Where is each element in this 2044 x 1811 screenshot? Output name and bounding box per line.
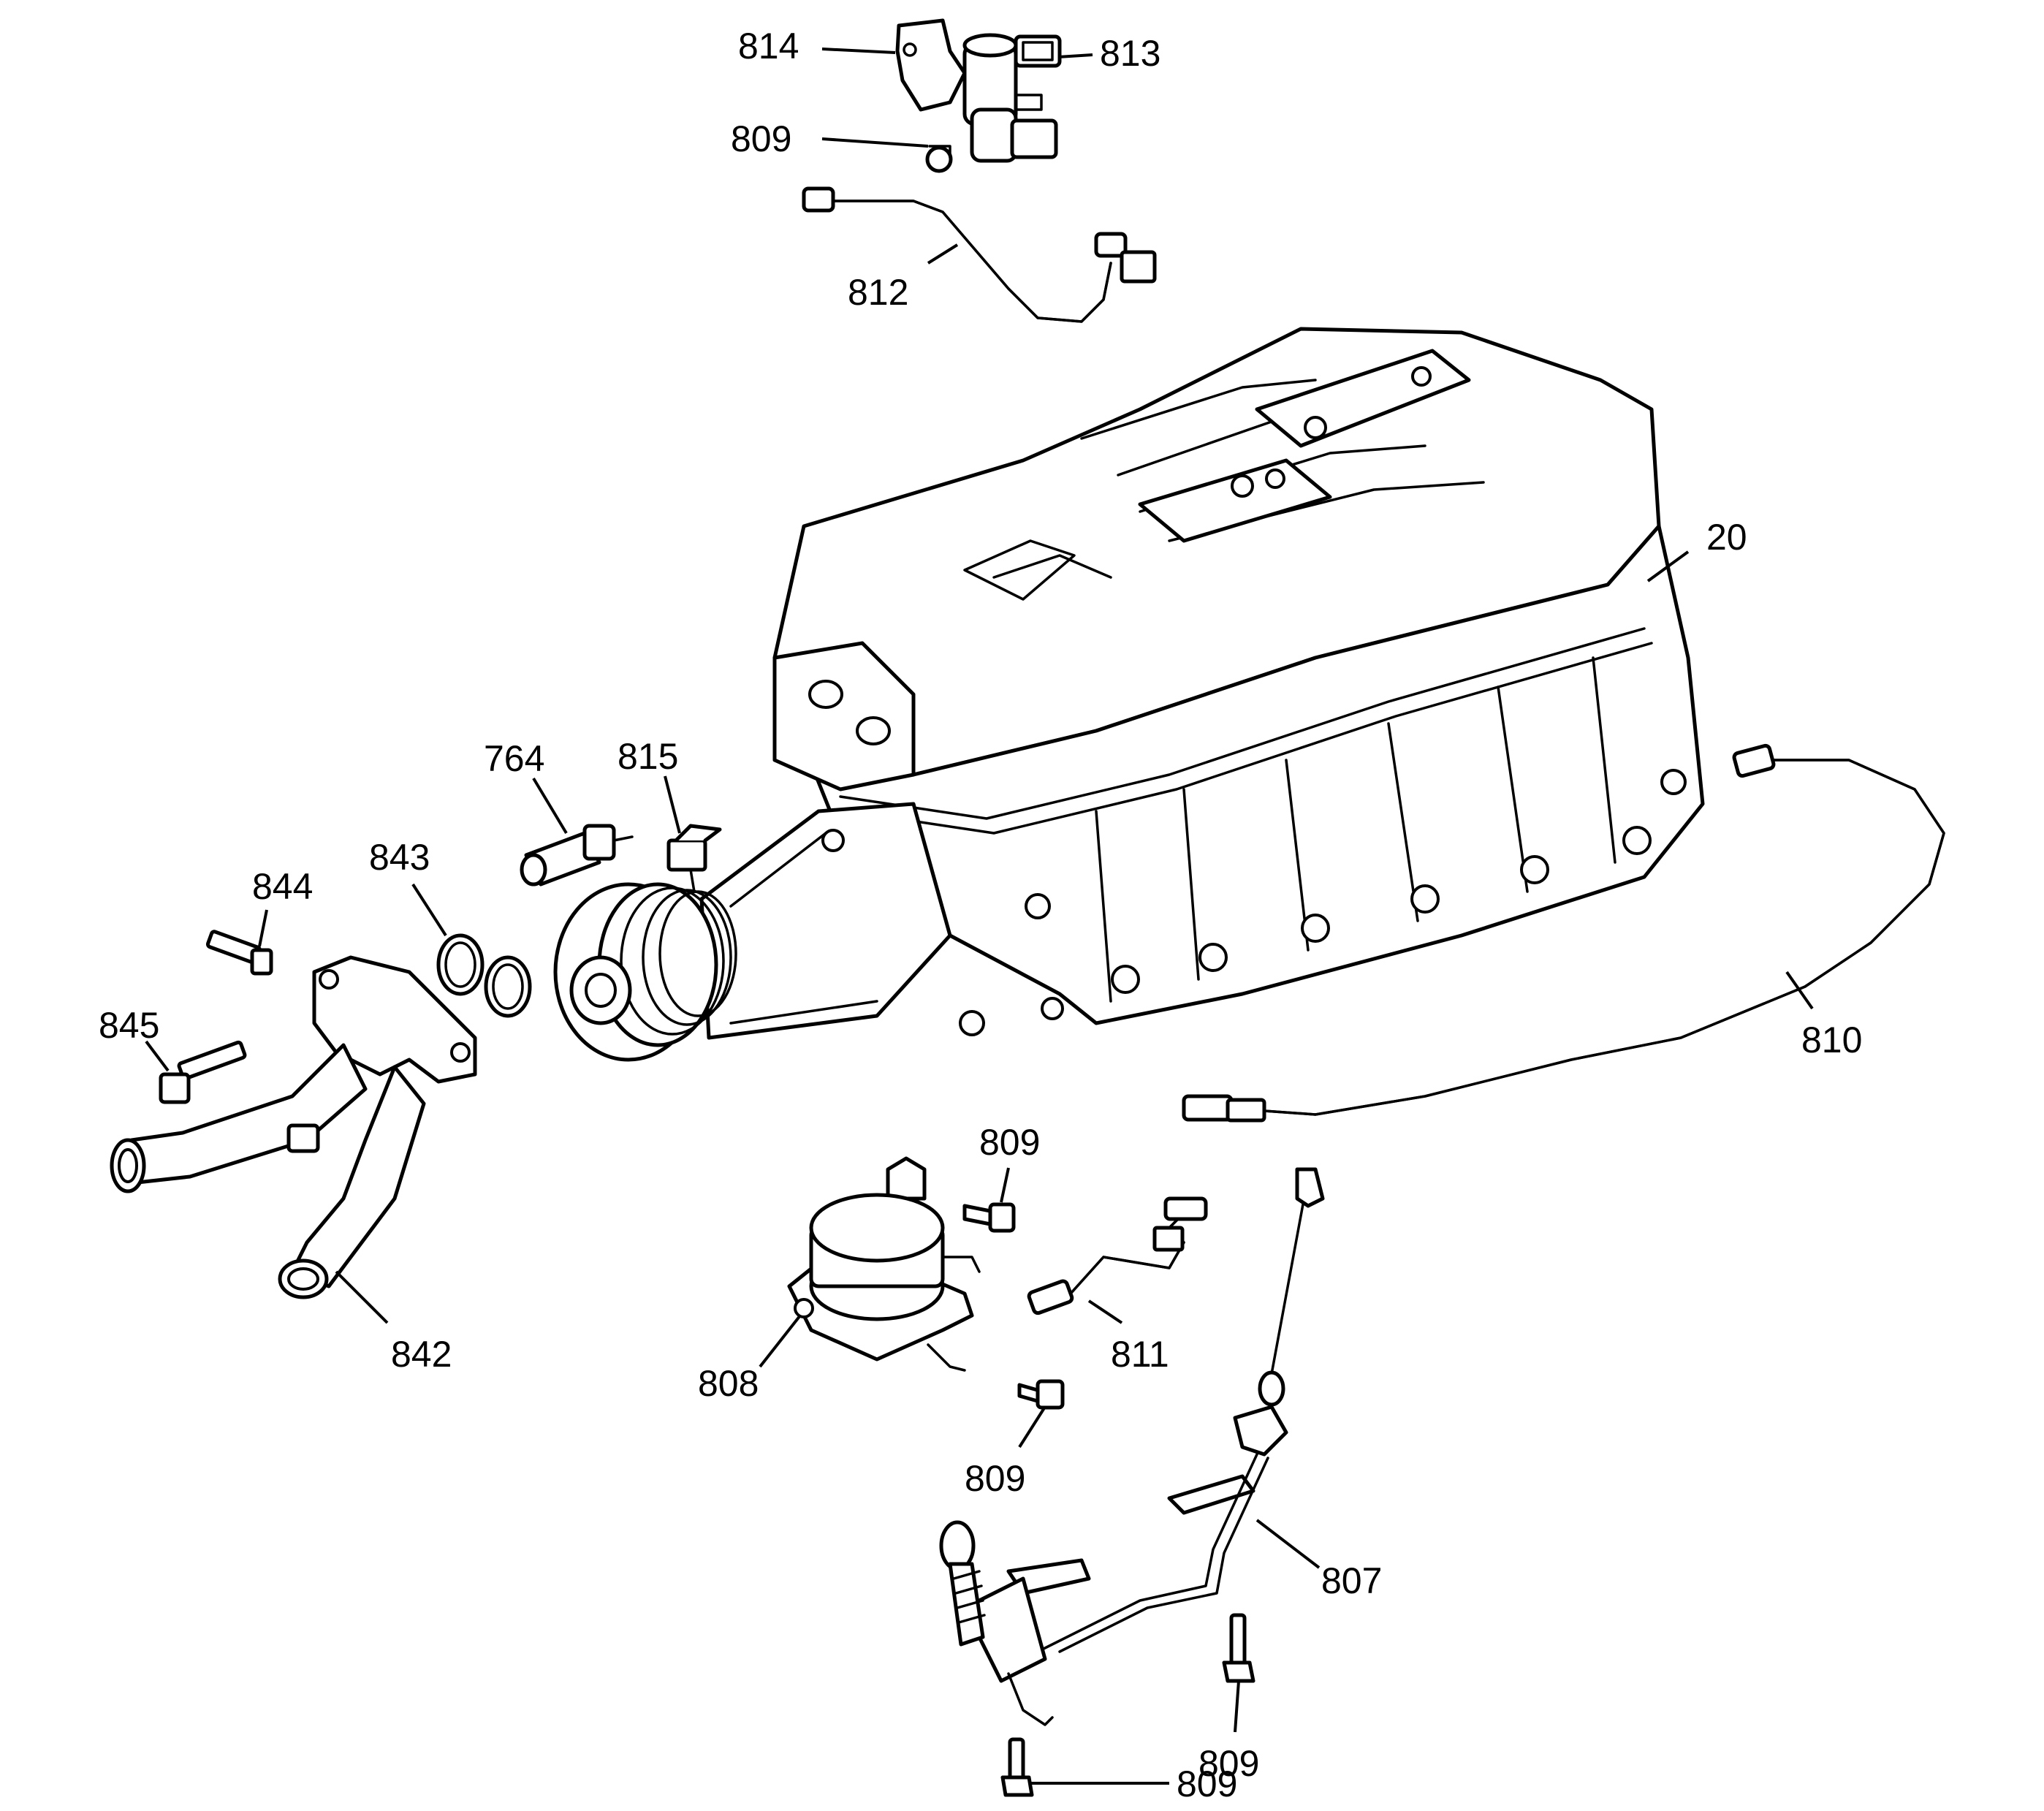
bolt-809-bottom	[1000, 1737, 1034, 1797]
callout-815: 815	[618, 736, 678, 777]
coolant-pipe-842	[110, 955, 477, 1299]
callout-809-right: 809	[1198, 1743, 1259, 1784]
callout-764: 764	[484, 738, 544, 779]
leader-lines	[145, 48, 1814, 1785]
callout-809-top: 809	[731, 118, 791, 159]
callout-807: 807	[1321, 1560, 1382, 1601]
o-rings-843	[436, 933, 532, 1018]
callout-809-bottom: 809	[1177, 1763, 1237, 1804]
callout-809-low: 809	[965, 1458, 1025, 1499]
stud-844	[205, 930, 273, 976]
sensor-harness-810	[1182, 743, 1945, 1123]
callout-811: 811	[1111, 1334, 1169, 1375]
callout-813: 813	[1100, 33, 1160, 74]
bolt-809-low	[1017, 1379, 1065, 1410]
supercharger-intake-manifold-20	[553, 327, 1705, 1062]
vacuum-actuator-808	[787, 1156, 981, 1372]
bolt-809-top	[925, 145, 953, 173]
callout-845: 845	[99, 1005, 159, 1046]
callout-809-mid: 809	[979, 1122, 1040, 1163]
bolt-809-mid	[962, 1202, 1016, 1233]
callout-810: 810	[1801, 1020, 1862, 1060]
bolt-809-right	[1222, 1613, 1255, 1683]
callout-812: 812	[848, 272, 908, 313]
bolt-845	[159, 1040, 247, 1104]
connector-815	[666, 824, 722, 893]
callout-808: 808	[698, 1363, 759, 1404]
vacuum-hose-812	[802, 186, 1157, 323]
callout-20: 20	[1706, 517, 1747, 558]
solenoid-valve-assembly	[895, 18, 1062, 163]
callout-814: 814	[738, 26, 799, 67]
callout-843: 843	[369, 837, 430, 878]
callout-labels: 814 813 809 812 20 764 815 843 844 845 8…	[99, 26, 1862, 1804]
callout-842: 842	[391, 1334, 452, 1375]
callout-844: 844	[252, 866, 313, 907]
sensor-764	[520, 824, 634, 886]
throttle-cable-bracket-807	[939, 1167, 1325, 1726]
vacuum-hose-811	[1027, 1196, 1208, 1315]
